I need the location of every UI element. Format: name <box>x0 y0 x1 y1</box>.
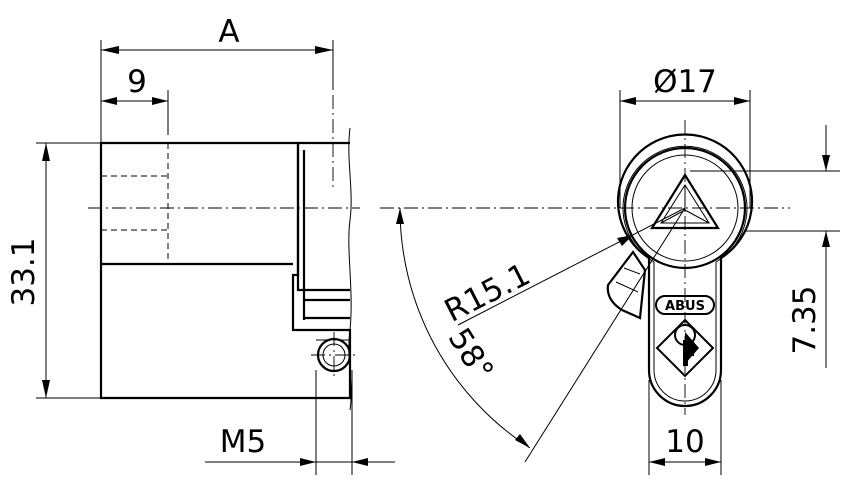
arrow-a-left <box>101 46 119 54</box>
dim-label-dia: Ø17 <box>653 64 717 100</box>
radius-leader <box>457 207 686 326</box>
arrow-33-bottom <box>42 380 50 398</box>
dim-label-m5: M5 <box>220 424 266 460</box>
arrow-735-top <box>822 155 830 171</box>
arrow-dia-right <box>734 97 750 105</box>
arrow-9-left <box>101 97 117 105</box>
arrow-angle-bottom <box>515 434 530 448</box>
arrow-angle-top <box>396 208 404 224</box>
angle-leader <box>524 207 686 463</box>
dim-label-33-1: 33.1 <box>6 237 42 306</box>
arrow-33-top <box>42 143 50 161</box>
arrow-a-right <box>315 46 333 54</box>
keyway-rib-3 <box>684 209 710 224</box>
keyway-rib-2 <box>660 209 686 224</box>
side-view: A 9 33.1 M5 <box>6 14 395 475</box>
arrow-9-right <box>152 97 168 105</box>
dim-label-angle: 58° <box>441 322 501 388</box>
cam-inner <box>615 267 641 293</box>
arrow-m5-left <box>300 458 316 466</box>
dim-label-10: 10 <box>665 424 704 460</box>
angle-arc <box>399 207 531 449</box>
arrow-10-right <box>705 458 721 466</box>
cam-outline <box>606 250 647 320</box>
cam-flange-outline <box>296 141 350 320</box>
dim-label-9: 9 <box>127 64 147 100</box>
arrow-dia-left <box>620 97 636 105</box>
arrow-735-bottom <box>822 231 830 247</box>
arrow-m5-right <box>352 458 368 466</box>
cylinder-body-outline <box>99 141 352 400</box>
dim-label-radius: R15.1 <box>439 256 536 329</box>
break-line <box>348 127 352 411</box>
arrow-radius <box>617 235 633 246</box>
dim-label-735: 7.35 <box>787 285 823 354</box>
cylinder-profile-inner <box>622 145 748 402</box>
dim-label-a: A <box>218 14 239 50</box>
security-emblem-icon <box>655 318 715 378</box>
front-view: ABUS Ø17 7.35 10 <box>380 64 840 475</box>
arrow-10-left <box>649 458 665 466</box>
